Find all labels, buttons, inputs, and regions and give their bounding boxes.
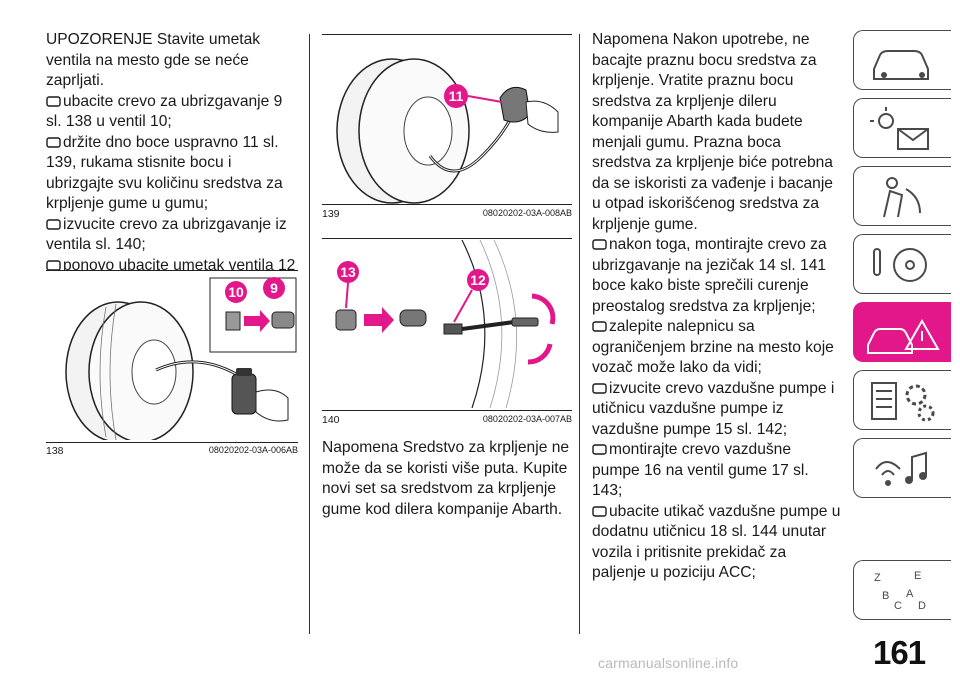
figure-code: 08020202-03A-008AB: [482, 208, 572, 218]
bullet-icon: [46, 95, 61, 107]
figure-138: 10 9 138 08020202-03A-006AB: [46, 270, 298, 468]
figure-139: 11 139 08020202-03A-008AB: [322, 34, 572, 224]
text-column-3: Napomena Nakon upotrebe, ne bacajte praz…: [592, 30, 842, 584]
callout-13: 13: [340, 264, 356, 280]
paragraph: UPOZORENJE Stavite umetak ventila na mes…: [46, 31, 261, 89]
svg-text:D: D: [918, 600, 926, 612]
text-column-2: Napomena Sredstvo za krpljenje ne može d…: [322, 438, 572, 520]
bullet-icon: [592, 505, 607, 517]
figure-number: 138: [46, 445, 64, 457]
figure-140: 13 12 140 08020202-03A-007AB: [322, 238, 572, 428]
figure-caption-rule: [322, 204, 572, 205]
bullet-icon: [46, 218, 61, 230]
column-divider: [309, 34, 310, 634]
figure-caption-rule: [46, 442, 298, 443]
figure-number: 139: [322, 208, 340, 220]
bullet-item: držite dno boce uspravno 11 sl. 139, ruk…: [46, 133, 283, 213]
bullet-item: zalepite nalepnicu sa ograničenjem brzin…: [592, 318, 834, 376]
steering-wheel-icon: [873, 248, 927, 282]
bottle-injection-illustration: 11: [336, 58, 559, 204]
figure-top-rule: [46, 270, 298, 271]
seat-safety-icon: [883, 177, 921, 218]
callout-9: 9: [270, 280, 278, 296]
paragraph: Napomena Sredstvo za krpljenje ne može d…: [322, 439, 570, 518]
bullet-item: ubacite crevo za ubrizgavanje 9 sl. 138 …: [46, 92, 283, 131]
warning-lights-icon: [870, 107, 929, 150]
side-tab-maintenance[interactable]: [853, 370, 951, 430]
bullet-item: izvucite crevo za ubrizgavanje iz ventil…: [46, 215, 287, 254]
svg-text:A: A: [906, 588, 914, 600]
bullet-item: montirajte crevo vazdušne pumpe 16 na ve…: [592, 441, 809, 499]
figure-top-rule: [322, 34, 572, 35]
bullet-icon: [592, 382, 607, 394]
maintenance-gears-icon: [871, 382, 935, 422]
callout-10: 10: [228, 284, 244, 300]
side-tab-car-dashboard[interactable]: [853, 30, 951, 90]
bullet-icon: [592, 444, 607, 455]
bullet-icon: [46, 259, 61, 271]
bullet-item: nakon toga, montirajte crevo za ubrizgav…: [592, 236, 827, 315]
valve-insert-illustration: 13 12: [335, 240, 556, 408]
side-tab-warning-lights[interactable]: [853, 98, 951, 158]
figure-caption: 138 08020202-03A-006AB: [46, 445, 298, 457]
svg-text:C: C: [894, 600, 902, 612]
figure-number: 140: [322, 414, 340, 426]
bullet-item: izvucite crevo vazdušne pumpe i utičnicu…: [592, 379, 835, 438]
side-tab-multimedia[interactable]: [853, 438, 951, 498]
figure-caption: 139 08020202-03A-008AB: [322, 208, 572, 220]
callout-11: 11: [449, 88, 464, 104]
figure-code: 08020202-03A-006AB: [208, 445, 298, 455]
side-tab-safety[interactable]: [853, 166, 951, 226]
bullet-icon: [592, 321, 607, 332]
figure-code: 08020202-03A-007AB: [482, 414, 572, 424]
svg-text:Z: Z: [874, 572, 881, 584]
column-divider: [579, 34, 580, 634]
paragraph: Napomena Nakon upotrebe, ne bacajte praz…: [592, 31, 833, 233]
side-tab-driving[interactable]: [853, 234, 951, 294]
figure-caption: 140 08020202-03A-007AB: [322, 414, 572, 426]
figure-caption-rule: [322, 410, 572, 411]
side-tab-emergency[interactable]: [853, 302, 951, 362]
page-number: 161: [873, 634, 926, 671]
bullet-icon: [46, 136, 61, 148]
bullet-item: ubacite utikač vazdušne pumpe u dodatnu …: [592, 502, 841, 582]
svg-text:E: E: [914, 570, 921, 582]
svg-text:B: B: [882, 590, 889, 602]
alphabetical-index-icon: Z E B AC D: [874, 570, 926, 612]
callout-12: 12: [470, 272, 486, 288]
tire-injection-illustration: 10 9: [65, 277, 297, 440]
bullet-icon: [592, 239, 607, 250]
figure-top-rule: [322, 238, 572, 239]
watermark: carmanualsonline.info: [598, 655, 739, 671]
car-dashboard-icon: [873, 50, 929, 80]
emergency-car-icon: [867, 318, 940, 354]
multimedia-icon: [875, 451, 927, 486]
